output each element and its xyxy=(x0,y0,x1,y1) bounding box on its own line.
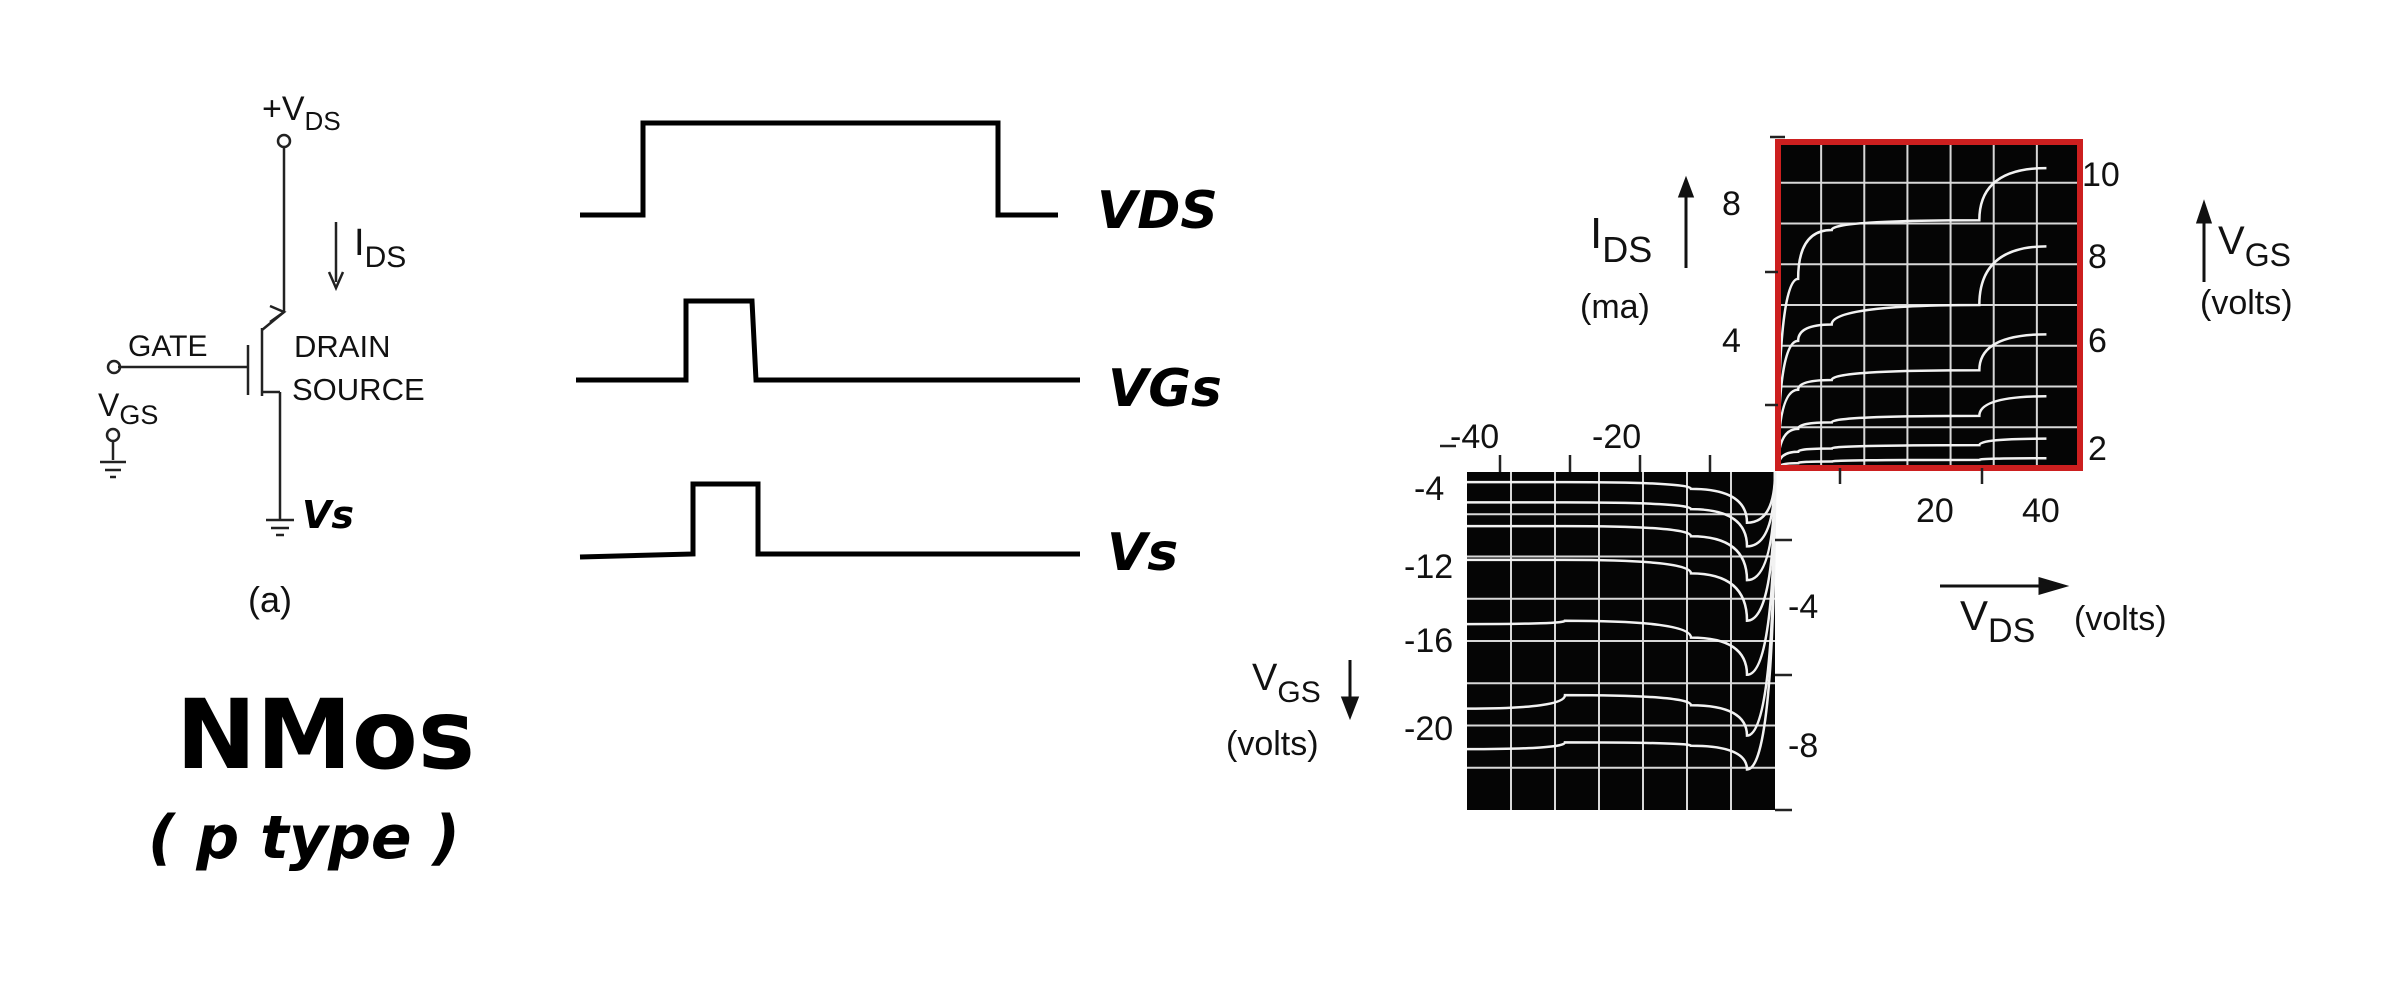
bottom-curve-2 xyxy=(1467,471,1777,548)
top-plot xyxy=(1775,139,2083,471)
vgs-waveform xyxy=(576,298,1080,383)
ids-up-arrow-icon xyxy=(1677,175,1695,268)
current-arrow-head xyxy=(327,271,345,292)
bottom-vgs-axis-label: VGS xyxy=(1252,657,1321,709)
vs-label: Vs xyxy=(302,493,354,537)
bottom-curve-6 xyxy=(1466,471,1777,737)
bottom-curve-5 xyxy=(1466,471,1777,677)
top-curve-4 xyxy=(1776,395,2047,469)
bottom-top-tick-neg40: -40 xyxy=(1450,418,1499,456)
waveforms xyxy=(576,120,1080,560)
top-right-tick-6: 6 xyxy=(2088,322,2107,360)
top-y-tick-8: 8 xyxy=(1722,185,1741,223)
waveform-vs-label: Vs xyxy=(1107,523,1178,583)
top-curve-1 xyxy=(1776,166,2047,469)
vgs-down-arrow-icon xyxy=(1340,660,1360,721)
bottom-left-tick-neg4: -4 xyxy=(1414,470,1444,508)
top-plot-highlight-frame xyxy=(1775,139,2083,471)
top-vgs-axis-label: VGS xyxy=(2218,219,2291,273)
top-y-tick-4: 4 xyxy=(1722,322,1741,360)
gate-label: GATE xyxy=(128,330,207,363)
ids-label: IDS xyxy=(354,222,406,274)
top-curve-5 xyxy=(1776,437,2047,469)
top-plot-curves xyxy=(1776,166,2047,469)
vgs-terminal xyxy=(105,427,121,443)
vds-right-arrow-icon xyxy=(1940,577,2070,595)
bottom-curve-4 xyxy=(1467,471,1777,622)
top-curve-3 xyxy=(1776,333,2047,469)
bottom-top-tick-neg20: -20 xyxy=(1592,418,1641,456)
waveform-vgs-label: VGs xyxy=(1108,359,1222,419)
bottom-left-tick-neg20: -20 xyxy=(1404,710,1453,748)
bottom-vgs-unit: (volts) xyxy=(1226,725,1319,763)
bottom-plot-curves xyxy=(1466,471,1777,771)
gate-terminal xyxy=(106,359,122,375)
top-curve-6 xyxy=(1776,456,2047,469)
top-right-tick-10: 10 xyxy=(2082,156,2120,194)
top-plot-ticks xyxy=(1765,135,1984,484)
bottom-plot-grid xyxy=(1467,472,1775,810)
vds-supply-label: +VDS xyxy=(262,90,341,136)
nmos-subtitle: ( p type ) xyxy=(148,803,460,873)
top-vgs-unit: (volts) xyxy=(2200,284,2293,322)
circuit-caption: (a) xyxy=(248,579,292,620)
vgs-label: VGS xyxy=(98,387,158,430)
ids-unit: (ma) xyxy=(1580,288,1650,326)
vds-waveform xyxy=(580,120,1058,218)
bottom-curve-7 xyxy=(1466,471,1777,771)
top-x-tick-20: 20 xyxy=(1916,492,1954,530)
top-x-tick-40: 40 xyxy=(2022,492,2060,530)
vds-terminal xyxy=(276,133,292,149)
top-right-tick-2: 2 xyxy=(2088,430,2107,468)
vgs-up-arrow-icon xyxy=(2195,199,2213,282)
bottom-right-tick-neg8: -8 xyxy=(1788,727,1818,765)
bottom-plot-ticks xyxy=(1440,444,1792,812)
source-label: SOURCE xyxy=(292,372,425,407)
vds-axis-unit: (volts) xyxy=(2074,600,2167,638)
mosfet-circuit xyxy=(100,133,345,537)
top-right-tick-8: 8 xyxy=(2088,238,2107,276)
drain-label: DRAIN xyxy=(294,329,390,364)
vs-waveform xyxy=(579,481,1080,560)
bottom-right-tick-neg4: -4 xyxy=(1788,588,1818,626)
bottom-left-tick-neg12: -12 xyxy=(1404,548,1453,586)
bottom-plot xyxy=(1466,471,1777,810)
drain-arrow-icon xyxy=(269,304,287,324)
ids-axis-label: IDS xyxy=(1590,209,1652,270)
vds-axis-label: VDS xyxy=(1960,592,2035,650)
waveform-vds-label: VDS xyxy=(1097,181,1218,241)
bottom-curve-1 xyxy=(1466,471,1777,524)
top-curve-2 xyxy=(1776,245,2047,469)
bottom-left-tick-neg16: -16 xyxy=(1404,622,1453,660)
bottom-curve-3 xyxy=(1466,471,1777,582)
nmos-title: NMos xyxy=(176,679,475,791)
